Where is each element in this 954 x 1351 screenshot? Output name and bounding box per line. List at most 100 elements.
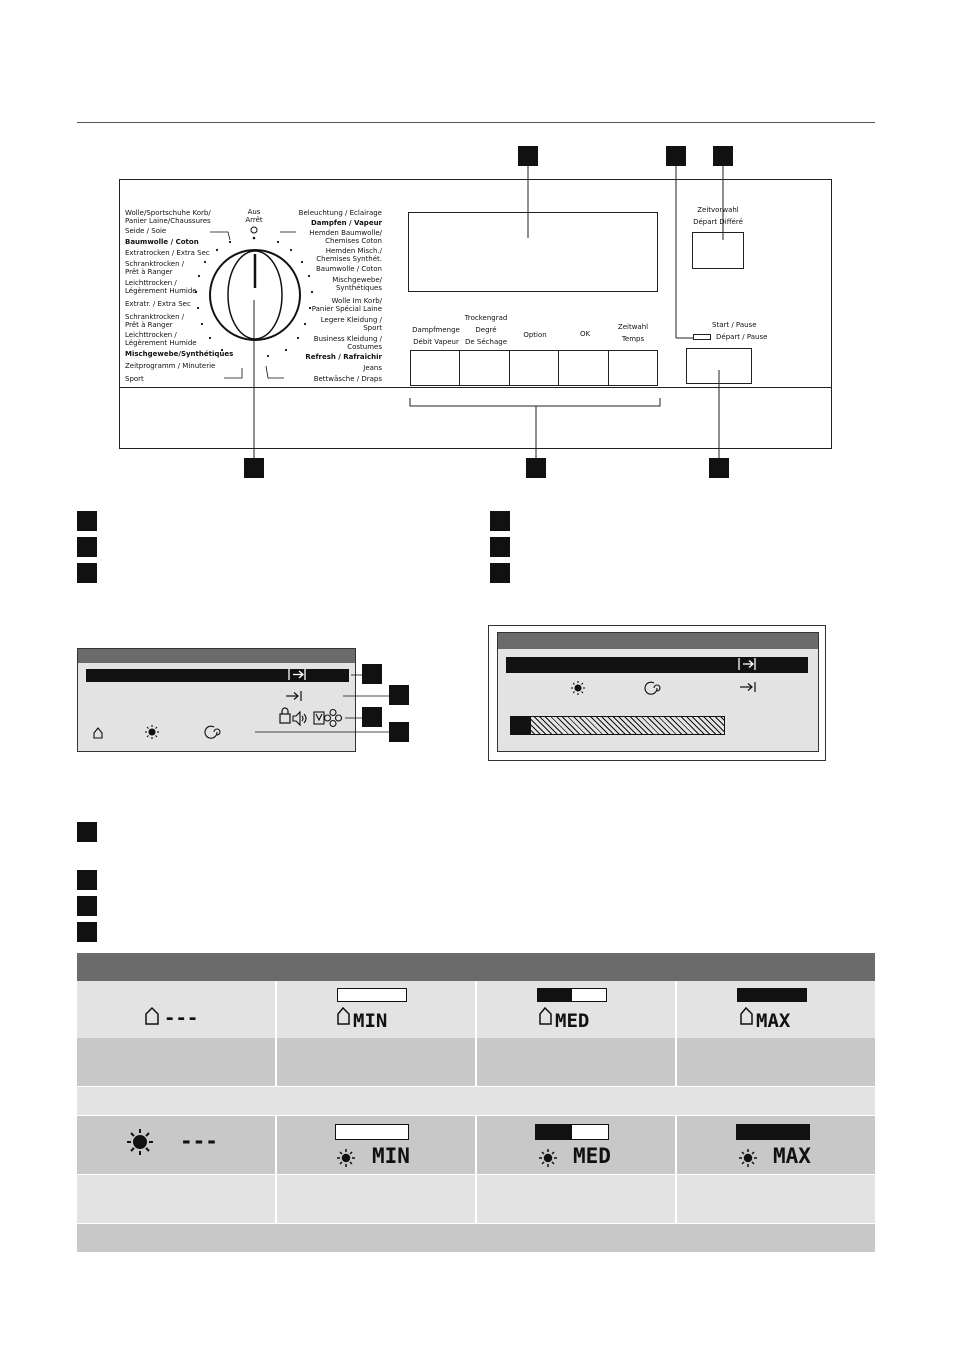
- dial-program-label: Wolle/Sportschuhe Korb/: [125, 209, 211, 217]
- level-fill: [538, 989, 572, 1001]
- dial-program-label: Légèrement Humide: [125, 287, 197, 295]
- dryness-button[interactable]: [460, 351, 510, 385]
- dial-program-label: Schranktrocken /: [125, 313, 185, 321]
- callout-marker-dial: [244, 458, 264, 478]
- leader-lines: [253, 166, 724, 458]
- callout-marker-start: [709, 458, 729, 478]
- dryness-button-label-0: Trockengrad: [464, 314, 508, 322]
- legend-marker: [77, 563, 97, 583]
- dial-program-label: Extratr. / Extra Sec: [125, 300, 191, 308]
- table-header: [77, 953, 875, 981]
- function-button-row: [410, 350, 658, 386]
- legend-marker: [490, 563, 510, 583]
- dial-program-label: Costumes: [347, 343, 382, 351]
- legend-marker: [77, 537, 97, 557]
- legend-marker: [77, 896, 97, 916]
- level-fill: [738, 989, 806, 1001]
- steam-med-text: MED: [573, 1144, 611, 1168]
- dial-program-label: Baumwolle / Coton: [125, 238, 199, 246]
- dryness-max-bar: [737, 988, 807, 1002]
- dryness-med-text: MED: [555, 1010, 590, 1032]
- lcd-screen: [408, 212, 658, 292]
- dial-off-label-1: Aus: [247, 208, 261, 216]
- dial-program-label: Mischgewebe/Synthétiques: [125, 350, 234, 358]
- table-row: [77, 1087, 875, 1115]
- dial-program-label: Leichttrocken /: [125, 279, 177, 287]
- table-cell: [677, 1175, 875, 1223]
- dial-program-label: Leichttrocken /: [125, 331, 177, 339]
- start-label-1: Start / Pause: [712, 321, 757, 329]
- table-cell: [77, 1116, 275, 1174]
- time-button-label-2: Temps: [621, 335, 645, 343]
- speaker-icon: [292, 710, 307, 727]
- ok-button[interactable]: [559, 351, 609, 385]
- steam-off-text: ---: [180, 1129, 218, 1153]
- callout-marker-display-bar: [362, 664, 382, 684]
- dryness-med-bar: [537, 988, 607, 1002]
- dial-program-label: Seide / Soie: [125, 227, 167, 235]
- callout-marker-phase-icons: [389, 722, 409, 742]
- end-time-icon: [738, 658, 756, 670]
- start-label-2: Départ / Pause: [716, 333, 768, 341]
- legend-marker: [490, 537, 510, 557]
- dial-program-label: Sport: [363, 324, 382, 332]
- callout-marker-start-led: [666, 146, 686, 166]
- progress-bar-fill: [511, 717, 531, 734]
- steam-spiral-icon: [204, 725, 221, 739]
- start-pause-button[interactable]: [686, 348, 752, 384]
- display-header: [78, 649, 355, 663]
- option-button-label: Option: [523, 331, 547, 339]
- legend-marker: [77, 511, 97, 531]
- delay-start-button[interactable]: [692, 232, 744, 269]
- dial-program-label: Bettwäsche / Draps: [313, 375, 382, 383]
- time-button-label-1: Zeitwahl: [617, 323, 649, 331]
- callout-marker-delay-button: [713, 146, 733, 166]
- callout-marker-display: [518, 146, 538, 166]
- start-led: [693, 334, 711, 340]
- dryness-button-label-2: De Séchage: [465, 338, 507, 346]
- sun-icon: [145, 725, 159, 739]
- legend-marker: [77, 870, 97, 890]
- steam-min-text: MIN: [372, 1144, 410, 1168]
- dryness-off-text: ---: [164, 1007, 199, 1029]
- steam-min-bar: [335, 1124, 409, 1140]
- display-top-bar: [86, 669, 349, 682]
- dial-program-label: Chemises Synthét.: [316, 255, 382, 263]
- display-top-bar: [506, 657, 808, 673]
- display-header: [498, 633, 818, 649]
- dial-program-label: Beleuchtung / Eclairage: [298, 209, 382, 217]
- dryness-max-text: MAX: [756, 1010, 791, 1032]
- top-rule: [77, 122, 875, 123]
- steam-max-text: MAX: [773, 1144, 811, 1168]
- sun-icon: [337, 1149, 355, 1167]
- program-dial[interactable]: [180, 208, 330, 388]
- steam-spiral-icon: [644, 681, 661, 695]
- sun-icon: [571, 681, 585, 695]
- sun-icon: [539, 1149, 557, 1167]
- dial-program-label: Hemden Misch./: [325, 247, 382, 255]
- dial-program-label: Prêt à Ranger: [125, 268, 173, 276]
- table-cell: [477, 1175, 675, 1223]
- table-cell: [477, 1038, 675, 1086]
- dial-program-label: Wolle Im Korb/: [331, 297, 382, 305]
- steam-button[interactable]: [411, 351, 461, 385]
- dial-program-label: Jeans: [363, 364, 382, 372]
- control-panel: [119, 179, 832, 449]
- dial-program-label: Sport: [125, 375, 144, 383]
- dial-program-label: Legere Kleidung /: [320, 316, 382, 324]
- drop-icon: [93, 727, 103, 739]
- display-diagram-right-frame: [488, 625, 826, 761]
- table-cell: [77, 1175, 275, 1223]
- dial-program-label: Extratrocken / Extra Sec: [125, 249, 210, 257]
- drop-icon: [740, 1006, 753, 1025]
- dryness-button-label-1: Degré: [475, 326, 497, 334]
- steam-med-bar: [535, 1124, 609, 1140]
- option-button[interactable]: [510, 351, 560, 385]
- progress-bar: [510, 716, 725, 735]
- callout-marker-end-time: [389, 685, 409, 705]
- arrow-right-bar-icon: [740, 682, 756, 692]
- fan-icon: [323, 708, 343, 728]
- sun-icon: [127, 1129, 153, 1155]
- dial-program-label: Panier Laine/Chaussures: [125, 217, 211, 225]
- drop-icon: [539, 1006, 552, 1025]
